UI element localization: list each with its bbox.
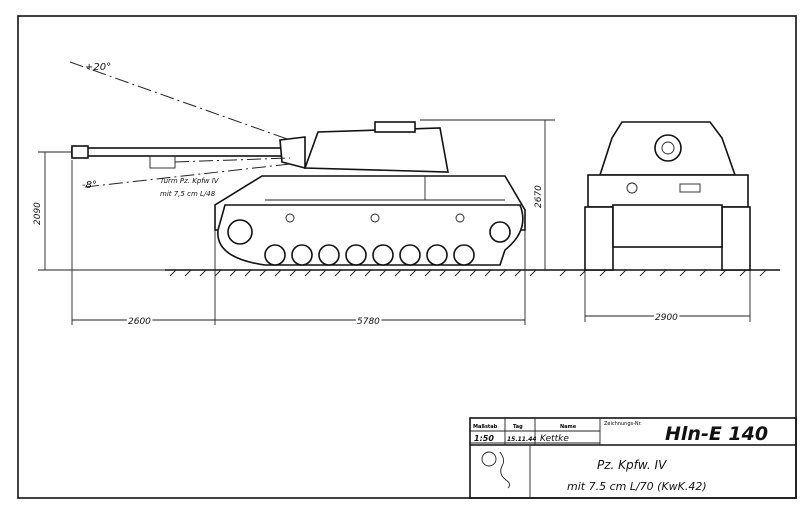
dim-width: 2900 (655, 313, 678, 323)
date-label: Tag (513, 424, 523, 430)
signature: Kettke (540, 434, 569, 444)
track (217, 204, 524, 266)
title-line2: mit 7.5 cm L/70 (KwK.42) (567, 480, 707, 493)
ground-line (165, 269, 780, 277)
commander-cupola (374, 121, 416, 133)
tank-side-view (69, 61, 526, 266)
scale-label: Maßstab (473, 424, 498, 430)
road-wheels (264, 244, 475, 266)
scale-value: 1:50 (474, 434, 494, 443)
drawing-no-label: Zeichnungs-Nr. (604, 421, 642, 427)
dim-overhang: 2600 (128, 317, 151, 327)
initials-mark (499, 451, 511, 489)
tank-front-view (584, 121, 751, 271)
muzzle-brake (71, 145, 89, 159)
date-value: 15.11.44 (507, 436, 537, 443)
gun-mantlet (279, 136, 306, 170)
gun-barrel (71, 147, 288, 157)
dim-height-total: 2670 (534, 185, 544, 208)
dim-length: 5780 (357, 317, 380, 327)
drawing-number: Hln-E 140 (665, 423, 768, 445)
company-logo (481, 451, 497, 467)
turret-note-line1: Turm Pz. Kpfw IV (160, 177, 220, 185)
title-block (469, 417, 797, 499)
name-label: Name (560, 424, 577, 430)
drive-sprocket (227, 219, 253, 245)
turret-note-line2: mit 7,5 cm L/48 (160, 190, 216, 198)
dimension-lines (38, 119, 751, 325)
depression-angle-label: -8° (82, 180, 97, 191)
title-line1: Pz. Kpfw. IV (597, 458, 667, 472)
idler-wheel (489, 221, 511, 243)
elevation-line (69, 61, 291, 141)
dim-height-gun: 2090 (33, 202, 43, 225)
elevation-angle-label: +20° (85, 62, 111, 73)
drawing-frame (17, 15, 797, 499)
depression-line (84, 163, 291, 188)
